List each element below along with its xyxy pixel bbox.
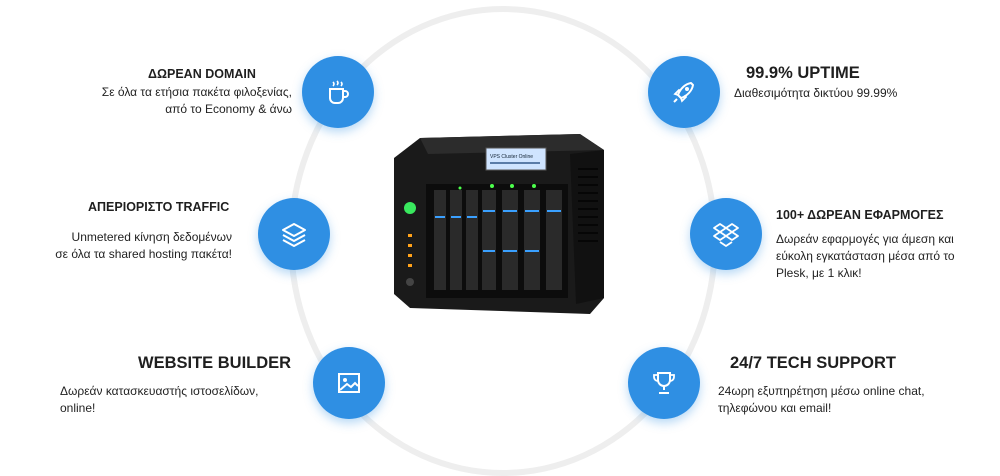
- dropbox-icon: [713, 223, 739, 247]
- tech-support-badge: [628, 347, 700, 419]
- tech-support-desc: 24ωρη εξυπηρέτηση μέσω online chat, τηλε…: [718, 384, 925, 415]
- website-builder-desc: Δωρεάν κατασκευαστής ιστοσελίδων, online…: [60, 384, 259, 415]
- free-domain-desc: Σε όλα τα ετήσια πακέτα φιλοξενίας, από …: [101, 85, 292, 116]
- uptime-desc: Διαθεσιμότητα δικτύου 99.99%: [734, 86, 898, 100]
- uptime-title: 99.9% UPTIME: [746, 64, 860, 82]
- layers-icon: [282, 223, 306, 247]
- unlimited-traffic-badge: [258, 198, 330, 270]
- free-apps-badge: [690, 198, 762, 270]
- unlimited-traffic-title: ΑΠΕΡΙΟΡΙΣΤΟ TRAFFIC: [88, 200, 230, 214]
- uptime-badge: [648, 56, 720, 128]
- free-domain-badge: [302, 56, 374, 128]
- free-apps-title: 100+ ΔΩΡΕΑΝ ΕΦΑΡΜΟΓΕΣ: [776, 208, 944, 222]
- coffee-cup-icon: [329, 80, 349, 104]
- free-domain-title: ΔΩΡΕΑΝ DOMAIN: [148, 67, 256, 81]
- website-builder-badge: [313, 347, 385, 419]
- tech-support-title: 24/7 TECH SUPPORT: [730, 354, 896, 372]
- free-apps-desc: Δωρεάν εφαρμογές για άμεση και εύκολη εγ…: [776, 232, 955, 280]
- server-illustration: VPS Cluster Online: [394, 134, 604, 314]
- image-icon: [338, 373, 360, 393]
- trophy-icon: [653, 372, 675, 394]
- rocket-icon: [673, 82, 694, 103]
- unlimited-traffic-desc: Unmetered κίνηση δεδομένων σε όλα τα sha…: [55, 230, 232, 261]
- website-builder-title: WEBSITE BUILDER: [138, 354, 292, 372]
- server-screen-text: VPS Cluster Online: [490, 154, 533, 160]
